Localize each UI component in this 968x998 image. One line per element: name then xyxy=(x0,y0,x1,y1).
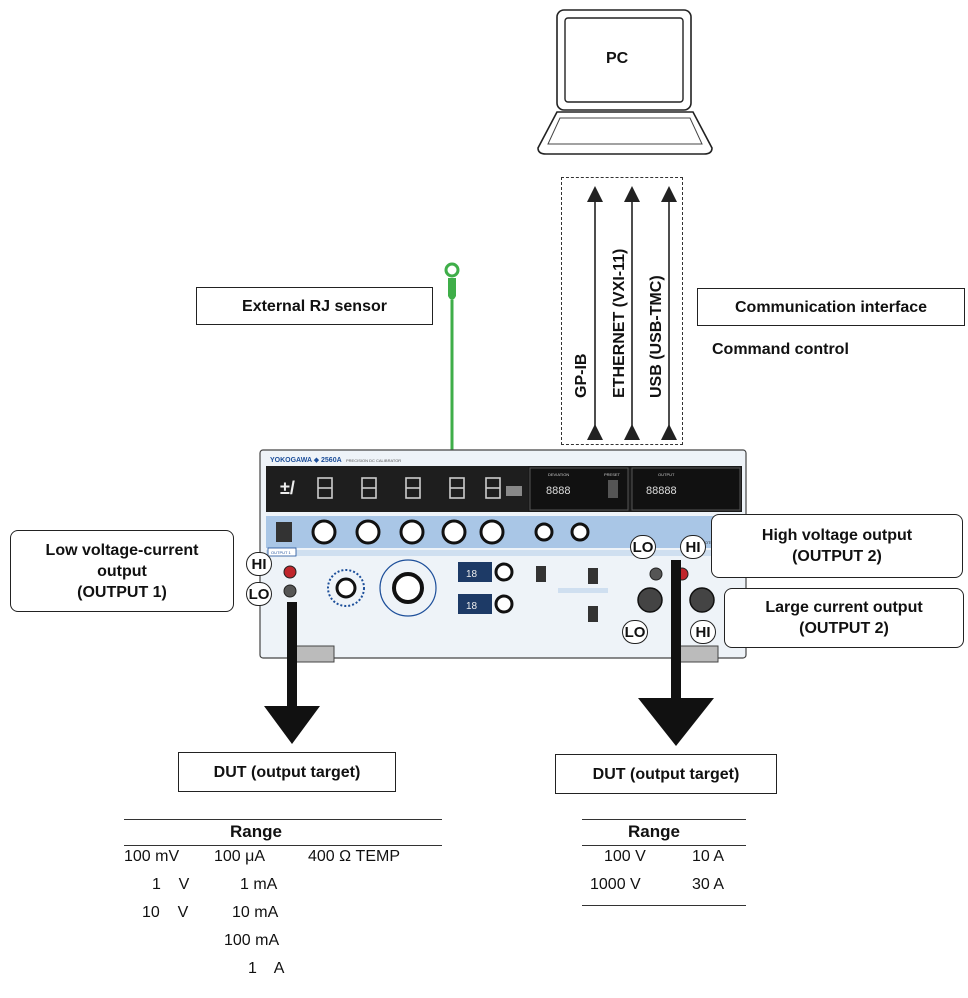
svg-text:18: 18 xyxy=(466,569,478,580)
lc-lo-terminal: LO xyxy=(622,620,648,644)
hv-hi-terminal: HI xyxy=(680,535,706,559)
range-right-rule-top xyxy=(582,819,746,820)
range-left-rule-top xyxy=(124,819,442,820)
interface-gpib: GP-IB xyxy=(573,353,590,398)
range-left-header: Range xyxy=(230,822,282,841)
svg-text:18: 18 xyxy=(466,601,478,612)
communication-interface-label: Communication interface xyxy=(697,288,965,326)
svg-text:88888: 88888 xyxy=(646,485,677,497)
output2-arrow xyxy=(638,560,714,746)
hv-output-label-text: High voltage output (OUTPUT 2) xyxy=(761,527,913,565)
brand-text: YOKOGAWA ◆ 2560A xyxy=(270,457,342,464)
pc-laptop-icon xyxy=(537,9,713,155)
range-left-rule-mid xyxy=(124,845,442,846)
interface-ethernet: ETHERNET (VXI-11) xyxy=(611,248,628,398)
rj-sensor-probe xyxy=(444,262,460,456)
output1-hi-terminal: HI xyxy=(246,552,272,576)
range-right-cell: 1000 V xyxy=(590,876,641,893)
svg-text:±/: ±/ xyxy=(280,478,295,498)
output1-label: Low voltage-current output (OUTPUT 1) xyxy=(10,530,234,612)
range-left-cell: 100 μA xyxy=(214,848,266,865)
range-left-cell: 400 Ω TEMP xyxy=(308,848,400,865)
range-left-cell: 1 V xyxy=(152,876,190,893)
hv-lo-terminal: LO xyxy=(630,535,656,559)
dut-right-label: DUT (output target) xyxy=(555,754,777,794)
range-left-rows: 100 mV 100 μA 400 Ω TEMP 1 V 1 mA 10 V 1… xyxy=(124,848,444,998)
external-rj-sensor-label: External RJ sensor xyxy=(196,287,433,325)
command-control-label: Command control xyxy=(712,341,849,358)
range-left-cell: 100 mA xyxy=(224,932,280,949)
range-right-rule-mid xyxy=(582,845,746,846)
pc-label: PC xyxy=(606,50,629,67)
svg-text:PRESET: PRESET xyxy=(604,472,621,477)
range-right-header: Range xyxy=(628,822,680,841)
svg-text:OUTPUT: OUTPUT xyxy=(658,472,675,477)
hv-output-label: High voltage output (OUTPUT 2) xyxy=(711,514,963,578)
range-right-cell: 30 A xyxy=(692,876,725,893)
range-left-cell: 1 A xyxy=(248,960,285,977)
output1-lo-terminal: LO xyxy=(246,582,272,606)
range-right-cell: 10 A xyxy=(692,848,725,865)
svg-text:8888: 8888 xyxy=(546,485,570,497)
output1-arrow xyxy=(264,602,320,744)
range-right-rows: 100 V 10 A 1000 V 30 A xyxy=(582,848,750,908)
dut-left-label: DUT (output target) xyxy=(178,752,396,792)
svg-text:OUTPUT 1: OUTPUT 1 xyxy=(271,550,291,555)
lc-output-label-text: Large current output (OUTPUT 2) xyxy=(765,599,923,637)
range-left-cell: 10 mA xyxy=(232,904,279,921)
interface-box xyxy=(561,177,683,445)
calibrator-device: YOKOGAWA ◆ 2560A PRECISION DC CALIBRATOR… xyxy=(259,449,747,663)
interface-arrows xyxy=(587,186,677,440)
range-right-rule-bottom xyxy=(582,905,746,906)
range-left-cell: 1 mA xyxy=(240,876,278,893)
svg-text:DEVIATION: DEVIATION xyxy=(548,472,569,477)
range-left-cell: 100 mV xyxy=(124,848,180,865)
range-left-cell: 10 V xyxy=(142,904,189,921)
range-right-cell: 100 V xyxy=(604,848,646,865)
interface-usb: USB (USB-TMC) xyxy=(648,275,665,398)
lc-hi-terminal: HI xyxy=(690,620,716,644)
svg-text:PRECISION DC CALIBRATOR: PRECISION DC CALIBRATOR xyxy=(346,458,401,463)
lc-output-label: Large current output (OUTPUT 2) xyxy=(724,588,964,648)
output1-label-text: Low voltage-current output (OUTPUT 1) xyxy=(45,541,199,601)
